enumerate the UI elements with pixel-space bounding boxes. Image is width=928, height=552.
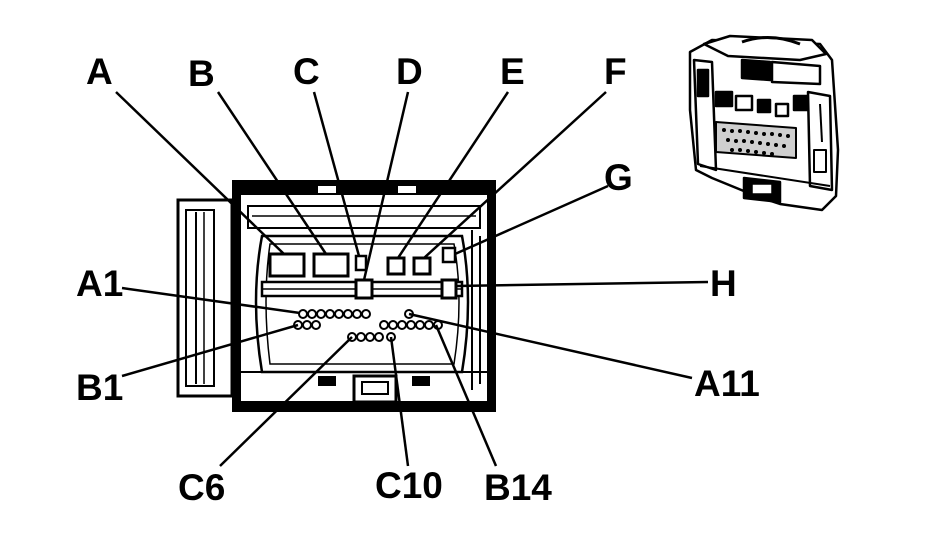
left-flange-inner — [185, 209, 215, 387]
leader-e — [396, 91, 510, 259]
label-e: E — [500, 51, 525, 92]
leader-f — [423, 91, 607, 259]
bottom-notch-right — [412, 376, 430, 386]
cavity-g — [441, 246, 457, 264]
cavity-a — [268, 252, 306, 278]
leader-a11 — [408, 312, 693, 380]
pin-row-a — [298, 309, 414, 319]
callout-labels: A B C D E F G H A1 B1 A11 C6 C10 B14 — [76, 51, 760, 508]
top-inner-band — [247, 205, 481, 229]
iso-top-arc — [741, 36, 801, 46]
label-h: H — [710, 263, 737, 304]
cavity-f — [412, 256, 432, 276]
label-b14: B14 — [484, 467, 552, 508]
leader-c6 — [219, 336, 353, 467]
leader-lines — [115, 91, 709, 467]
leader-b — [216, 91, 328, 255]
cavity-c — [354, 254, 368, 272]
iso-top-tab — [770, 60, 822, 86]
label-b1: B1 — [76, 367, 123, 408]
iso-cavity-4 — [774, 102, 790, 118]
label-f: F — [604, 51, 627, 92]
leader-d — [362, 91, 410, 281]
label-c6: C6 — [178, 467, 225, 508]
leader-h — [455, 280, 709, 288]
label-g: G — [604, 157, 633, 198]
iso-cavity-5 — [792, 94, 810, 112]
leader-a — [115, 91, 285, 255]
leader-a1 — [121, 286, 301, 315]
pin-row-b — [293, 320, 443, 330]
leader-c — [312, 91, 361, 257]
leader-b14 — [434, 324, 498, 467]
iso-bottom-latch-window — [751, 183, 773, 195]
label-c: C — [293, 51, 320, 92]
leader-g — [454, 184, 609, 256]
iso-cavity-3 — [756, 98, 772, 114]
label-a11: A11 — [694, 363, 760, 404]
connector-face — [176, 180, 496, 412]
label-c10: C10 — [375, 465, 443, 506]
cavity-b — [312, 252, 350, 278]
iso-top-latch — [740, 58, 772, 82]
iso-base-line — [699, 165, 831, 187]
pin-row-c — [347, 332, 396, 342]
label-d: D — [396, 51, 423, 92]
connector-isometric-view — [688, 34, 840, 212]
leader-c10 — [389, 336, 410, 467]
iso-left-slot — [696, 68, 710, 98]
iso-pin-field — [715, 121, 797, 159]
bottom-latch-inner — [361, 381, 389, 395]
iso-cavity-2 — [734, 94, 754, 112]
label-b: B — [188, 53, 215, 94]
leader-b1 — [121, 323, 299, 378]
iso-right-rib — [819, 103, 823, 143]
iso-pins — [722, 128, 790, 156]
label-a: A — [86, 51, 113, 92]
cavity-e — [386, 256, 406, 276]
cavity-h — [440, 278, 458, 300]
label-a1: A1 — [76, 263, 123, 304]
bottom-notch-left — [318, 376, 336, 386]
iso-cavity-1 — [714, 90, 734, 108]
iso-right-slot — [813, 149, 827, 173]
cavity-d — [354, 278, 374, 300]
